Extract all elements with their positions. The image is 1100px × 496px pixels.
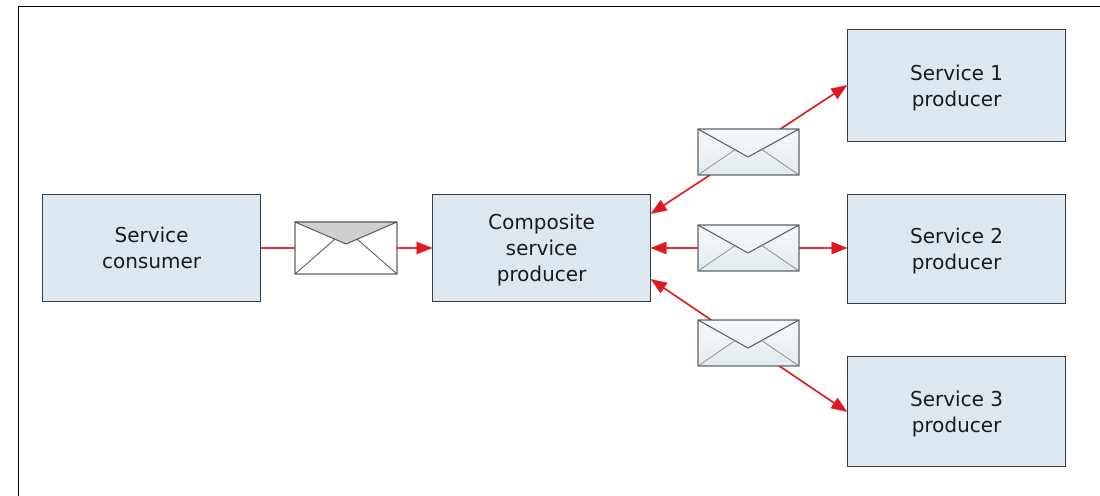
service-consumer-box: Service consumer <box>42 194 261 302</box>
diagram-frame <box>18 6 1100 496</box>
service-1-line2: producer <box>911 86 1002 111</box>
composite-line2: service <box>505 236 578 260</box>
service-1-producer-box: Service 1 producer <box>847 29 1066 142</box>
composite-service-producer-box: Composite service producer <box>432 194 651 302</box>
service-consumer-line1: Service <box>114 223 189 247</box>
service-2-line2: producer <box>911 250 1002 274</box>
service-3-producer-box: Service 3 producer <box>847 356 1066 467</box>
service-2-producer-box: Service 2 producer <box>847 194 1066 304</box>
service-consumer-label: Service consumer <box>102 222 201 274</box>
service-3-line2: producer <box>911 412 1002 437</box>
composite-service-producer-label: Composite service producer <box>488 209 595 287</box>
envelope-icon <box>697 224 800 272</box>
envelope-icon <box>697 319 800 367</box>
service-2-producer-label: Service 2 producer <box>910 223 1003 275</box>
service-2-line1: Service 2 <box>910 224 1003 248</box>
service-1-producer-label: Service 1 producer <box>910 60 1003 112</box>
service-consumer-line2: consumer <box>101 249 201 273</box>
service-3-line1: Service 3 <box>910 386 1003 411</box>
composite-line1: Composite <box>488 210 595 234</box>
envelope-icon <box>697 128 800 176</box>
composite-line3: producer <box>496 262 587 286</box>
service-1-line1: Service 1 <box>910 60 1003 85</box>
service-3-producer-label: Service 3 producer <box>910 386 1003 438</box>
envelope-icon <box>294 221 398 275</box>
